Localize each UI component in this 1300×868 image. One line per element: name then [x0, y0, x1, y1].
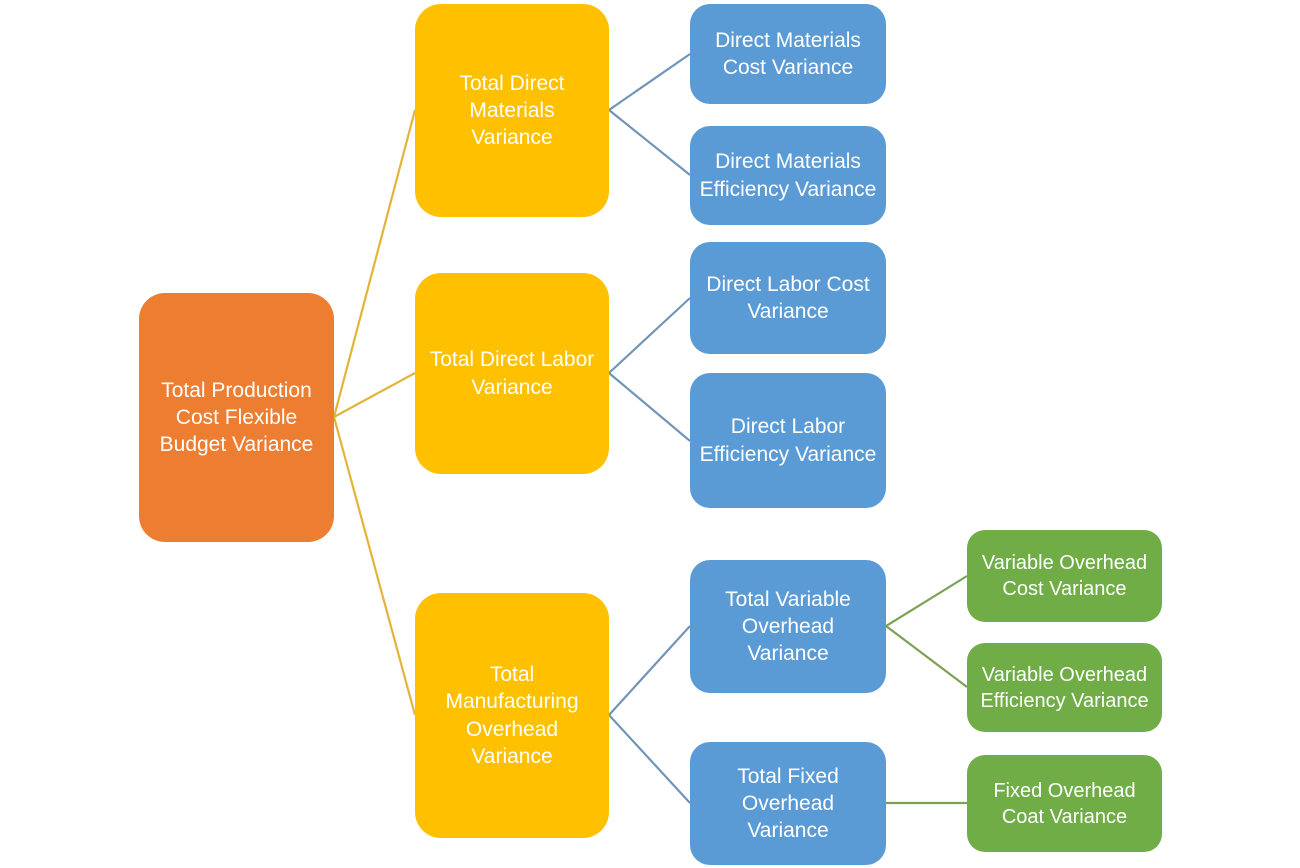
node-variable-overhead-cost-variance: Variable Overhead Cost Variance: [967, 530, 1162, 622]
node-total-variable-overhead-variance: Total Variable Overhead Variance: [690, 560, 886, 693]
connector-total-direct-labor-to-cost: [608, 297, 691, 374]
connector-root-to-total-direct-materials: [332, 109, 417, 418]
connector-total-variable-overhead-to-cost: [885, 575, 968, 627]
connector-total-direct-materials-to-cost: [608, 53, 691, 111]
connector-root-to-total-direct-labor: [333, 372, 416, 418]
node-direct-materials-cost-variance: Direct Materials Cost Variance: [690, 4, 886, 104]
node-total-fixed-overhead-variance: Total Fixed Overhead Variance: [690, 742, 886, 865]
node-total-manufacturing-overhead-variance: Total Manufacturing Overhead Variance: [415, 593, 609, 838]
connector-total-variable-overhead-to-efficiency: [885, 625, 968, 688]
node-direct-materials-efficiency-variance: Direct Materials Efficiency Variance: [690, 126, 886, 225]
connector-total-manufacturing-overhead-to-fixed: [608, 714, 691, 804]
node-total-direct-labor-variance: Total Direct Labor Variance: [415, 273, 609, 474]
node-variable-overhead-efficiency-variance: Variable Overhead Efficiency Variance: [967, 643, 1162, 732]
connector-total-direct-materials-to-efficiency: [608, 109, 691, 176]
node-direct-labor-cost-variance: Direct Labor Cost Variance: [690, 242, 886, 354]
node-total-production-cost-flexible-budget-variance: Total Production Cost Flexible Budget Va…: [139, 293, 334, 542]
connector-total-direct-labor-to-efficiency: [608, 372, 691, 442]
connector-total-manufacturing-overhead-to-variable: [608, 625, 691, 716]
node-direct-labor-efficiency-variance: Direct Labor Efficiency Variance: [690, 373, 886, 508]
connector-root-to-total-manufacturing-overhead: [332, 416, 417, 716]
node-total-direct-materials-variance: Total Direct Materials Variance: [415, 4, 609, 217]
node-fixed-overhead-coat-variance: Fixed Overhead Coat Variance: [967, 755, 1162, 852]
